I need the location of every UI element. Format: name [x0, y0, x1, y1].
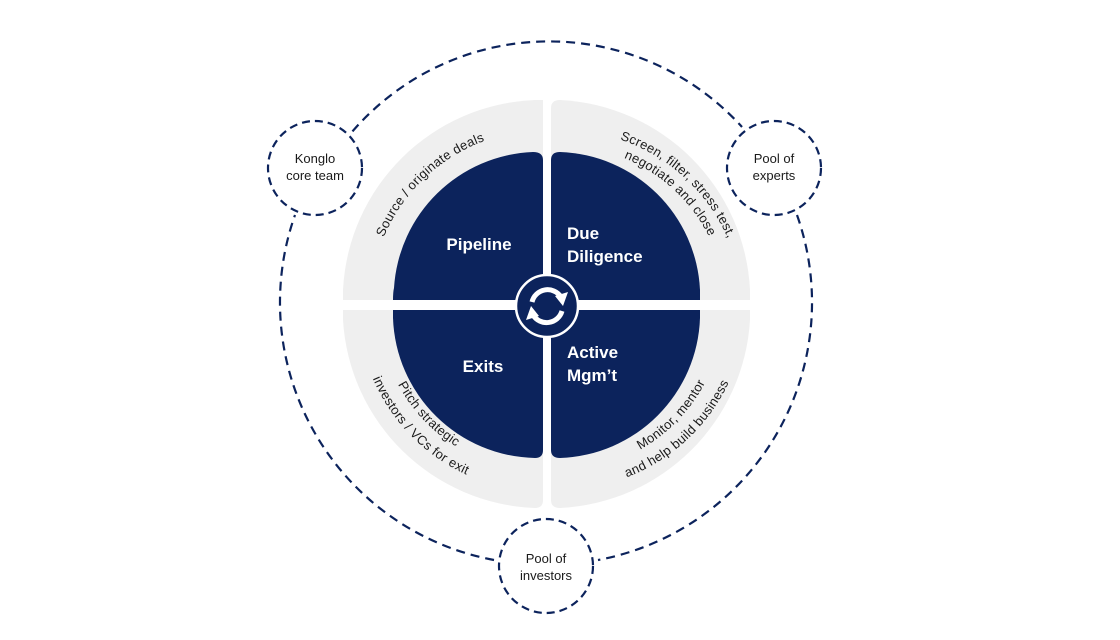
- quadrant-due-diligence[interactable]: [551, 152, 700, 300]
- quadrant-title-active-mgmt-line2: Mgm’t: [567, 366, 617, 385]
- satellite-label-line2: experts: [753, 168, 796, 183]
- satellite-label-line1: Pool of: [526, 551, 567, 566]
- satellite-label-line2: investors: [520, 568, 573, 583]
- satellite-pool-of-experts[interactable]: Pool of experts: [725, 119, 823, 217]
- quadrant-pipeline[interactable]: [393, 152, 543, 300]
- quadrant-title-due-diligence-line1: Due: [567, 224, 599, 243]
- quadrant-exits[interactable]: [393, 310, 543, 458]
- satellite-konglo-core-team[interactable]: Konglo core team: [266, 119, 364, 217]
- satellite-label-line1: Konglo: [295, 151, 335, 166]
- inner-quadrants: [393, 152, 700, 458]
- quadrant-title-exits: Exits: [463, 357, 504, 376]
- quadrant-title-due-diligence-line2: Diligence: [567, 247, 643, 266]
- refresh-cycle-icon: [514, 273, 580, 339]
- outer-dashed-ring: [278, 40, 814, 562]
- quadrant-title-active-mgmt-line1: Active: [567, 343, 618, 362]
- quadrant-active-mgmt[interactable]: [551, 310, 700, 458]
- satellite-pool-of-investors[interactable]: Pool of investors: [497, 517, 595, 615]
- satellite-label-line1: Pool of: [754, 151, 795, 166]
- quadrant-title-pipeline: Pipeline: [446, 235, 511, 254]
- satellite-label-line2: core team: [286, 168, 344, 183]
